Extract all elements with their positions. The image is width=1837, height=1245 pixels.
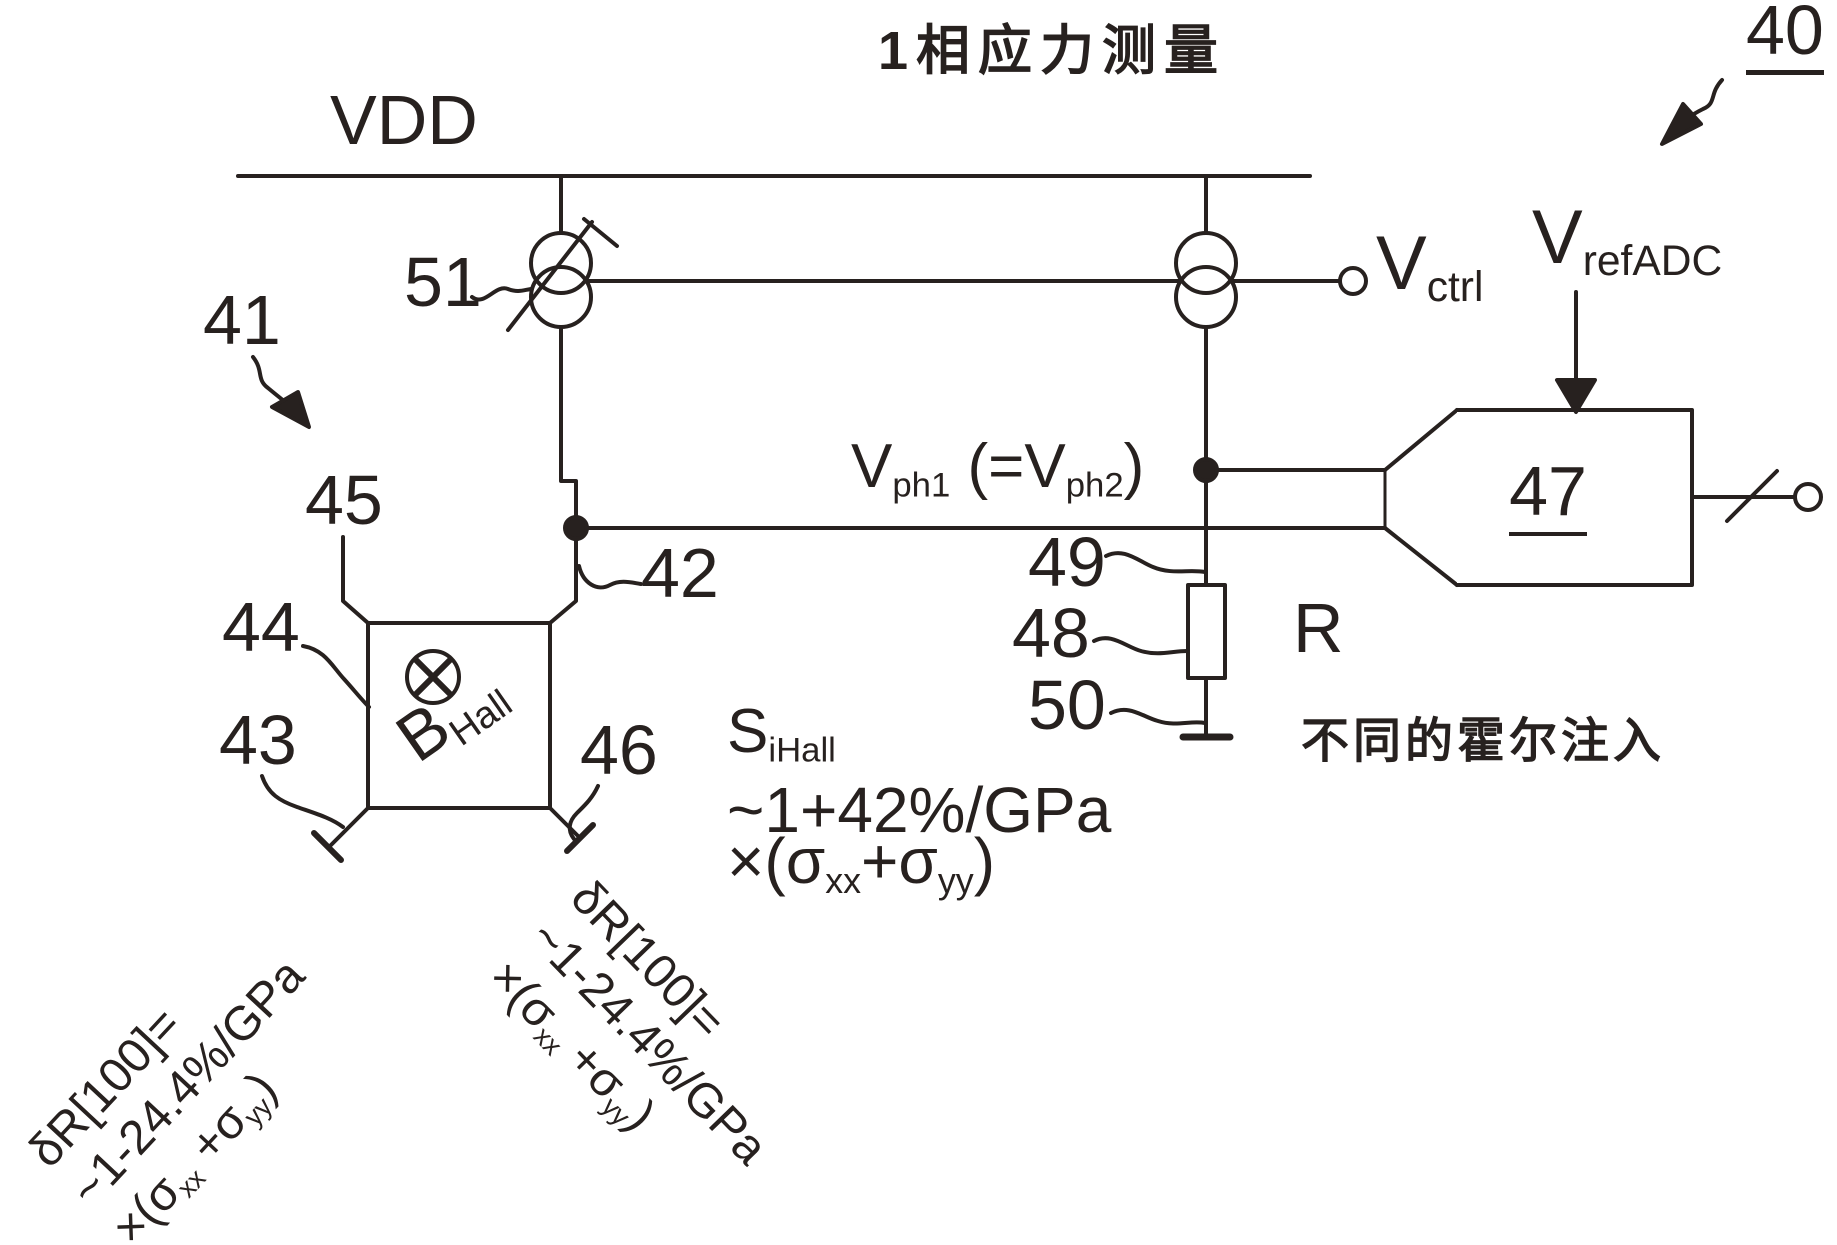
leader-46 [567,784,600,841]
formula-pre: ×(σ [727,825,826,897]
vdd-label: VDD [330,81,478,159]
vref-base: V [1532,195,1583,280]
vph-mid: (=V [950,432,1066,501]
left-branch-wire [559,325,578,530]
ref-46-label: 46 [580,711,658,789]
leader-43 [260,774,345,829]
ref-40-arrow [1660,78,1724,146]
vref-subscript: refADC [1582,236,1723,285]
sihall-stress-line: ×(σxx+σyy) [727,824,995,902]
leader-49 [1104,551,1207,574]
ref-40-label: 40 [1746,0,1824,75]
resistor-label: R [1293,589,1344,667]
sihall-subscript: iHall [768,731,836,770]
ref-45-label: 45 [305,461,383,539]
vctrl-label: Vctrl [1376,226,1484,311]
ref-42-label: 42 [641,534,719,612]
adc-output [1690,469,1796,523]
field-into-page-icon [405,649,461,705]
resistor-symbol [1186,583,1227,680]
vdd-rail [236,174,1312,235]
leader-50 [1109,707,1207,726]
ref-51-label: 51 [404,243,482,321]
formula-mid: +σ [861,825,938,897]
sihall-sensitivity-line: ~1+42%/GPa [727,774,1112,846]
adc-output-terminal [1793,482,1823,512]
leader-42 [577,564,643,590]
figure-title: 1相应力测量 [878,21,1227,81]
vref-label: VrefADC [1532,200,1723,285]
vph-label: Vph1 (=Vph2) [851,436,1144,505]
hall-plate [366,621,552,810]
ref-41-label: 41 [203,281,281,359]
vctrl-terminal [1338,266,1368,296]
vph-subscript-2: ph2 [1065,466,1124,505]
hall-bottom-contact-left [311,806,370,863]
node-dot-vph [1193,457,1219,483]
vph-close: ) [1123,432,1145,501]
sihall-base: S [727,697,769,766]
leader-48 [1092,636,1189,656]
node-dot-42 [563,515,589,541]
adc-input-channel [1204,408,1459,587]
ref-47-number: 47 [1509,456,1587,536]
ref-47-label: 47 [1500,456,1596,536]
current-source-right-icon [1174,231,1238,329]
current-source-51-icon [506,217,619,332]
vref-arrow [1555,290,1597,414]
hall-bottom-contact-right [548,806,596,854]
ref-50-label: 50 [1028,666,1106,744]
ref-41-arrow [251,355,311,429]
vph-subscript-1: ph1 [892,466,951,505]
ref-49-label: 49 [1028,523,1106,601]
hall-top-leads [341,526,578,625]
formula-post: ) [973,825,996,897]
vctrl-base: V [1376,221,1427,306]
leader-44 [301,644,371,709]
ref-48-label: 48 [1012,594,1090,672]
ref-43-label: 43 [219,701,297,779]
vctrl-subscript: ctrl [1426,262,1484,311]
sigma-xx-subscript: xx [825,861,862,902]
leader-51 [470,286,533,302]
sihall-label: SiHall [727,696,836,771]
hall-injection-note: 不同的霍尔注入 [1301,715,1666,768]
ref-44-label: 44 [222,588,300,666]
sigma-yy-subscript: yy [937,861,974,902]
vph-base: V [851,432,893,501]
ref-40-number: 40 [1746,0,1824,75]
